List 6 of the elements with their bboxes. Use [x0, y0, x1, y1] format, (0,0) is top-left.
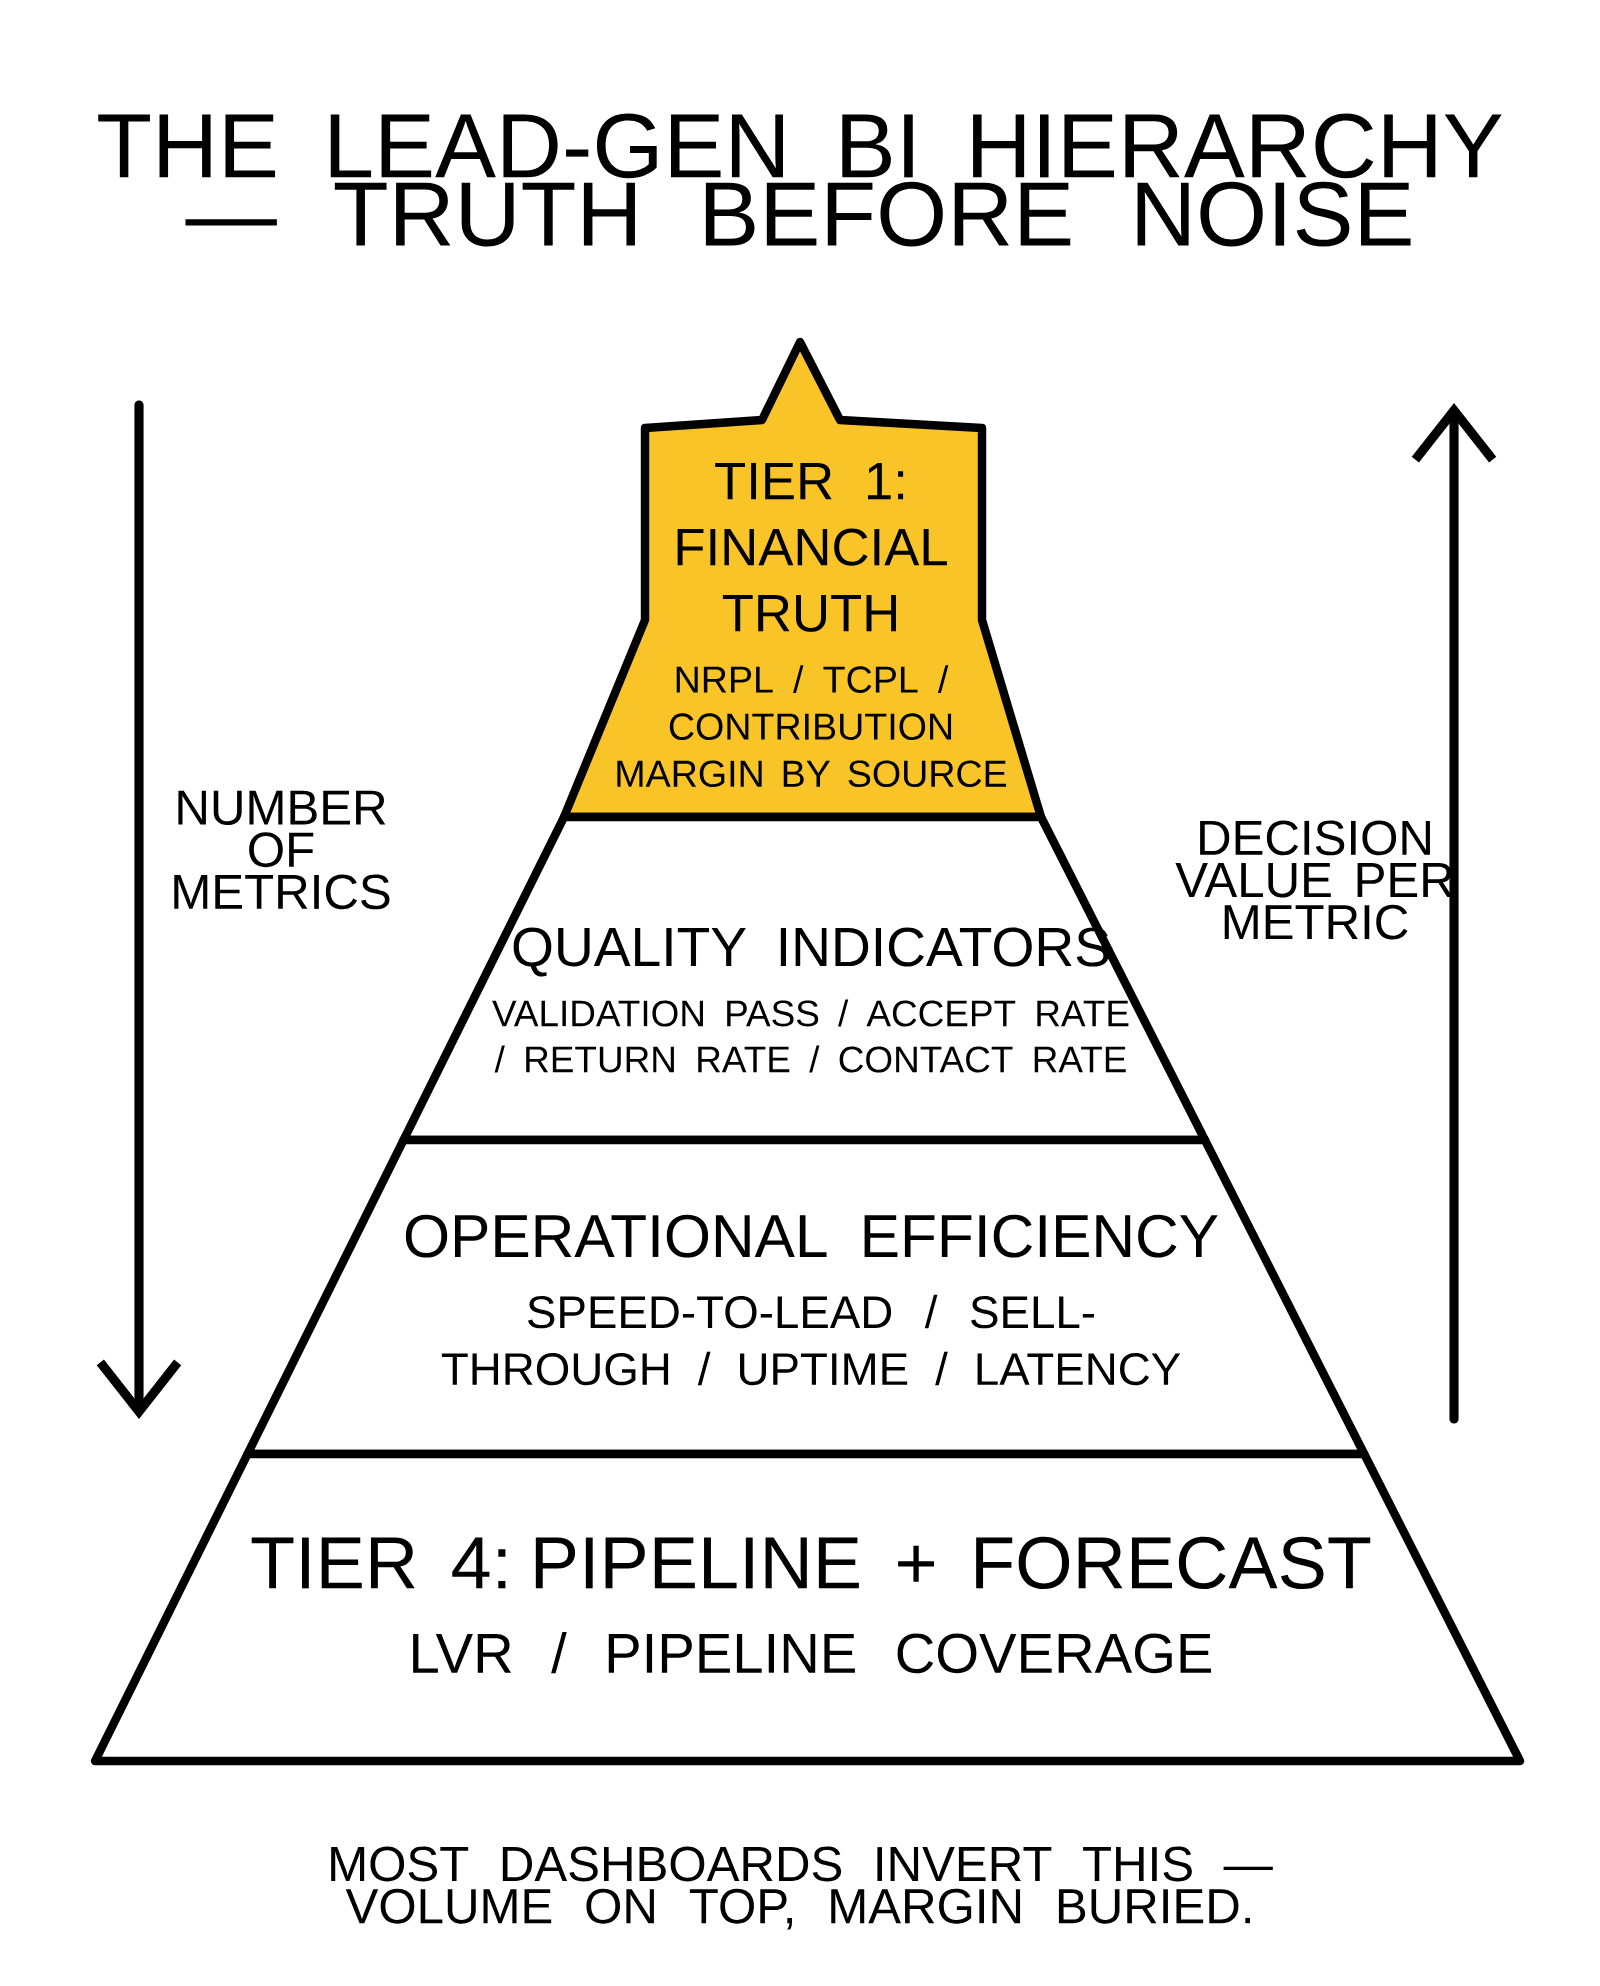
tier-band: TIER 4: PIPELINE + FORECAST LVR / PIPELINE COVERAGE [90, 1449, 1525, 1766]
tier-band: TIER 1: FINANCIAL TRUTH NRPL / TCPL / CONTRIBUTION MARGIN BY SOURCE [559, 337, 1046, 822]
axis-label: NUMBER OF METRICS [174, 790, 390, 910]
caption: MOST DASHBOARDS INVERT THIS — VOLUME ON TOP, MARGIN BURIED. [331, 1846, 1273, 1930]
axis-label: DECISION VALUE PER METRIC [1175, 820, 1453, 940]
title: THE LEAD-GEN BI HIERARCHY — TRUTH BEFORE NOISE [98, 113, 1502, 247]
